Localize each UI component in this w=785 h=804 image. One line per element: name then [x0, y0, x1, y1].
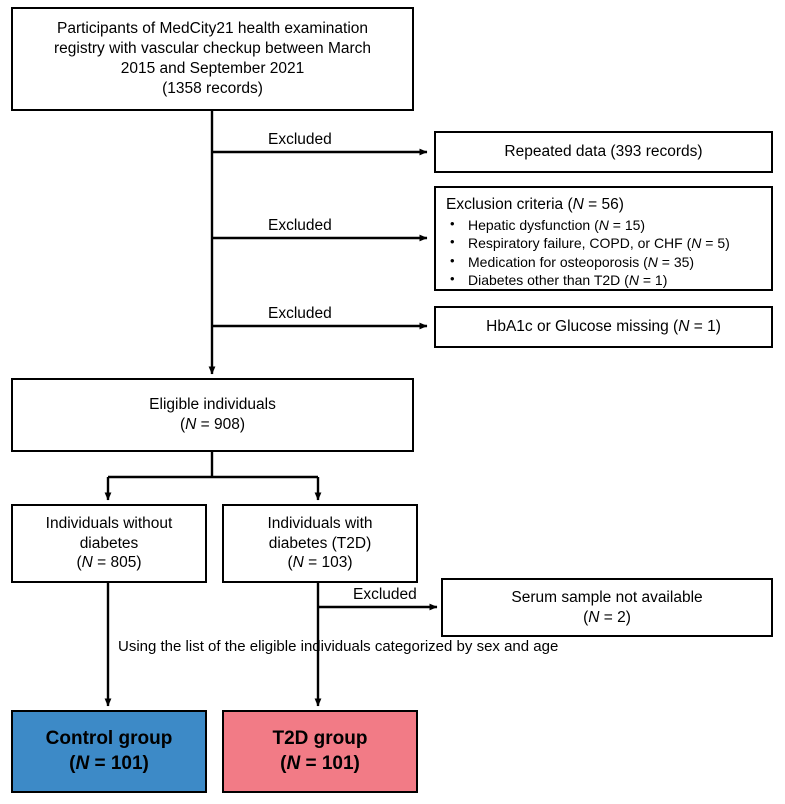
node-with-diabetes: Individuals with diabetes (T2D) (N = 103… [222, 504, 418, 583]
exclusion-criteria-list: •Hepatic dysfunction (N = 15) •Respirato… [446, 216, 730, 290]
criterion-2-n: N [647, 253, 658, 270]
with-diabetes-line-2: diabetes (T2D) [268, 534, 372, 552]
with-diabetes-pre: ( [287, 554, 293, 572]
list-item: • Respiratory failure, COPD, or CHF (N = … [446, 234, 730, 252]
node-control-group: Control group (N = 101) [11, 710, 207, 793]
matching-note-line-3: sex and age [476, 638, 559, 655]
edge-label-excluded-3: Excluded [268, 305, 332, 322]
control-group-count: (N = 101) [69, 752, 149, 777]
control-group-label: Control group [45, 727, 173, 749]
t2d-n: N [286, 752, 301, 774]
without-diabetes-count: (N = 805) [76, 553, 141, 573]
node-serum-unavailable: Serum sample not available (N = 2) [441, 578, 773, 637]
exclusion-title-post: = 56) [583, 196, 624, 213]
node-repeated-data: Repeated data (393 records) [434, 131, 773, 173]
criterion-1-n: N [691, 235, 702, 252]
criterion-3-post: = 1) [638, 272, 668, 289]
matching-note-line-2: individuals categorized by [300, 638, 473, 655]
criterion-2-post: = 35) [657, 253, 695, 270]
repeated-data-label: Repeated data (393 records) [504, 143, 703, 161]
eligible-count: (N = 908) [180, 415, 245, 435]
with-diabetes-count: (N = 103) [287, 553, 352, 573]
node-missing-labs: HbA1c or Glucose missing (N = 1) [434, 306, 773, 348]
bullet-icon: • [450, 234, 455, 250]
criterion-2-pre: Medication for osteoporosis ( [468, 253, 648, 270]
with-diabetes-line-1: Individuals with [267, 514, 373, 532]
list-item: • Hepatic dysfunction (N = 15) [446, 216, 730, 234]
node-without-diabetes: Individuals without diabetes (N = 805) [11, 504, 207, 583]
serum-n: N [588, 608, 600, 626]
node-exclusion-criteria: Exclusion criteria (N = 56) •Hepatic dys… [434, 186, 773, 291]
criterion-3-pre: Diabetes other than T2D ( [468, 272, 629, 289]
edge-label-excluded-1: Excluded [268, 131, 332, 148]
source-line-1: Participants of MedCity21 health examina… [56, 20, 369, 38]
exclusion-title-pre: Exclusion criteria ( [446, 196, 573, 213]
bullet-icon: • [450, 252, 455, 268]
missing-labs-post: = 1) [689, 318, 721, 336]
missing-labs-pre: HbA1c or Glucose missing ( [486, 318, 679, 336]
source-line-3: 2015 and September 2021 [120, 60, 305, 77]
criterion-3-n: N [628, 272, 639, 289]
list-item: • Diabetes other than T2D (N = 1) [446, 271, 730, 289]
missing-labs-label: HbA1c or Glucose missing (N = 1) [486, 317, 721, 337]
t2d-group-label: T2D group [272, 727, 368, 749]
eligible-pre: ( [179, 416, 186, 433]
t2d-group-count: (N = 101) [280, 752, 360, 777]
source-line-4: (1358 records) [162, 79, 263, 97]
edge-label-excluded-2: Excluded [268, 217, 332, 234]
without-diabetes-line-2: diabetes [79, 534, 139, 552]
eligible-post: = 908) [196, 416, 246, 433]
without-diabetes-line-1: Individuals without [45, 514, 173, 532]
exclusion-criteria-title: Exclusion criteria (N = 56) [446, 195, 624, 215]
without-diabetes-pre: ( [76, 554, 82, 572]
without-diabetes-n: N [81, 554, 93, 572]
exclusion-title-n: N [572, 196, 584, 213]
control-pre: ( [69, 752, 76, 774]
eligible-n: N [185, 416, 197, 433]
control-n: N [75, 752, 90, 774]
serum-unavailable-count: (N = 2) [583, 608, 631, 628]
criterion-0-n: N [598, 216, 609, 233]
serum-unavailable-line-1: Serum sample not available [511, 588, 703, 606]
control-post: = 101) [89, 752, 149, 774]
bullet-icon: • [450, 271, 455, 287]
serum-pre: ( [583, 608, 589, 626]
node-source-population: Participants of MedCity21 health examina… [11, 7, 414, 111]
eligible-line-1: Eligible individuals [149, 396, 276, 414]
matching-note-line-1: Using the list of the eligible [118, 638, 297, 655]
edge-label-excluded-4: Excluded [353, 586, 417, 603]
with-diabetes-n: N [292, 554, 304, 572]
t2d-pre: ( [280, 752, 287, 774]
criterion-0-pre: Hepatic dysfunction ( [468, 216, 599, 233]
missing-labs-n: N [678, 318, 690, 336]
node-eligible-individuals: Eligible individuals (N = 908) [11, 378, 414, 452]
source-line-2: registry with vascular checkup between M… [53, 40, 372, 58]
criterion-1-post: = 5) [701, 235, 730, 252]
bullet-icon: • [450, 215, 455, 231]
node-t2d-group: T2D group (N = 101) [222, 710, 418, 793]
annotation-matching-note: Using the list of the eligible individua… [118, 637, 558, 657]
criterion-1-pre: Respiratory failure, COPD, or CHF ( [468, 235, 692, 252]
without-diabetes-post: = 805) [92, 554, 142, 572]
t2d-post: = 101) [300, 752, 360, 774]
list-item: • Medication for osteoporosis (N = 35) [446, 253, 730, 271]
with-diabetes-post: = 103) [303, 554, 353, 572]
criterion-0-post: = 15) [608, 216, 646, 233]
serum-post: = 2) [599, 608, 631, 626]
